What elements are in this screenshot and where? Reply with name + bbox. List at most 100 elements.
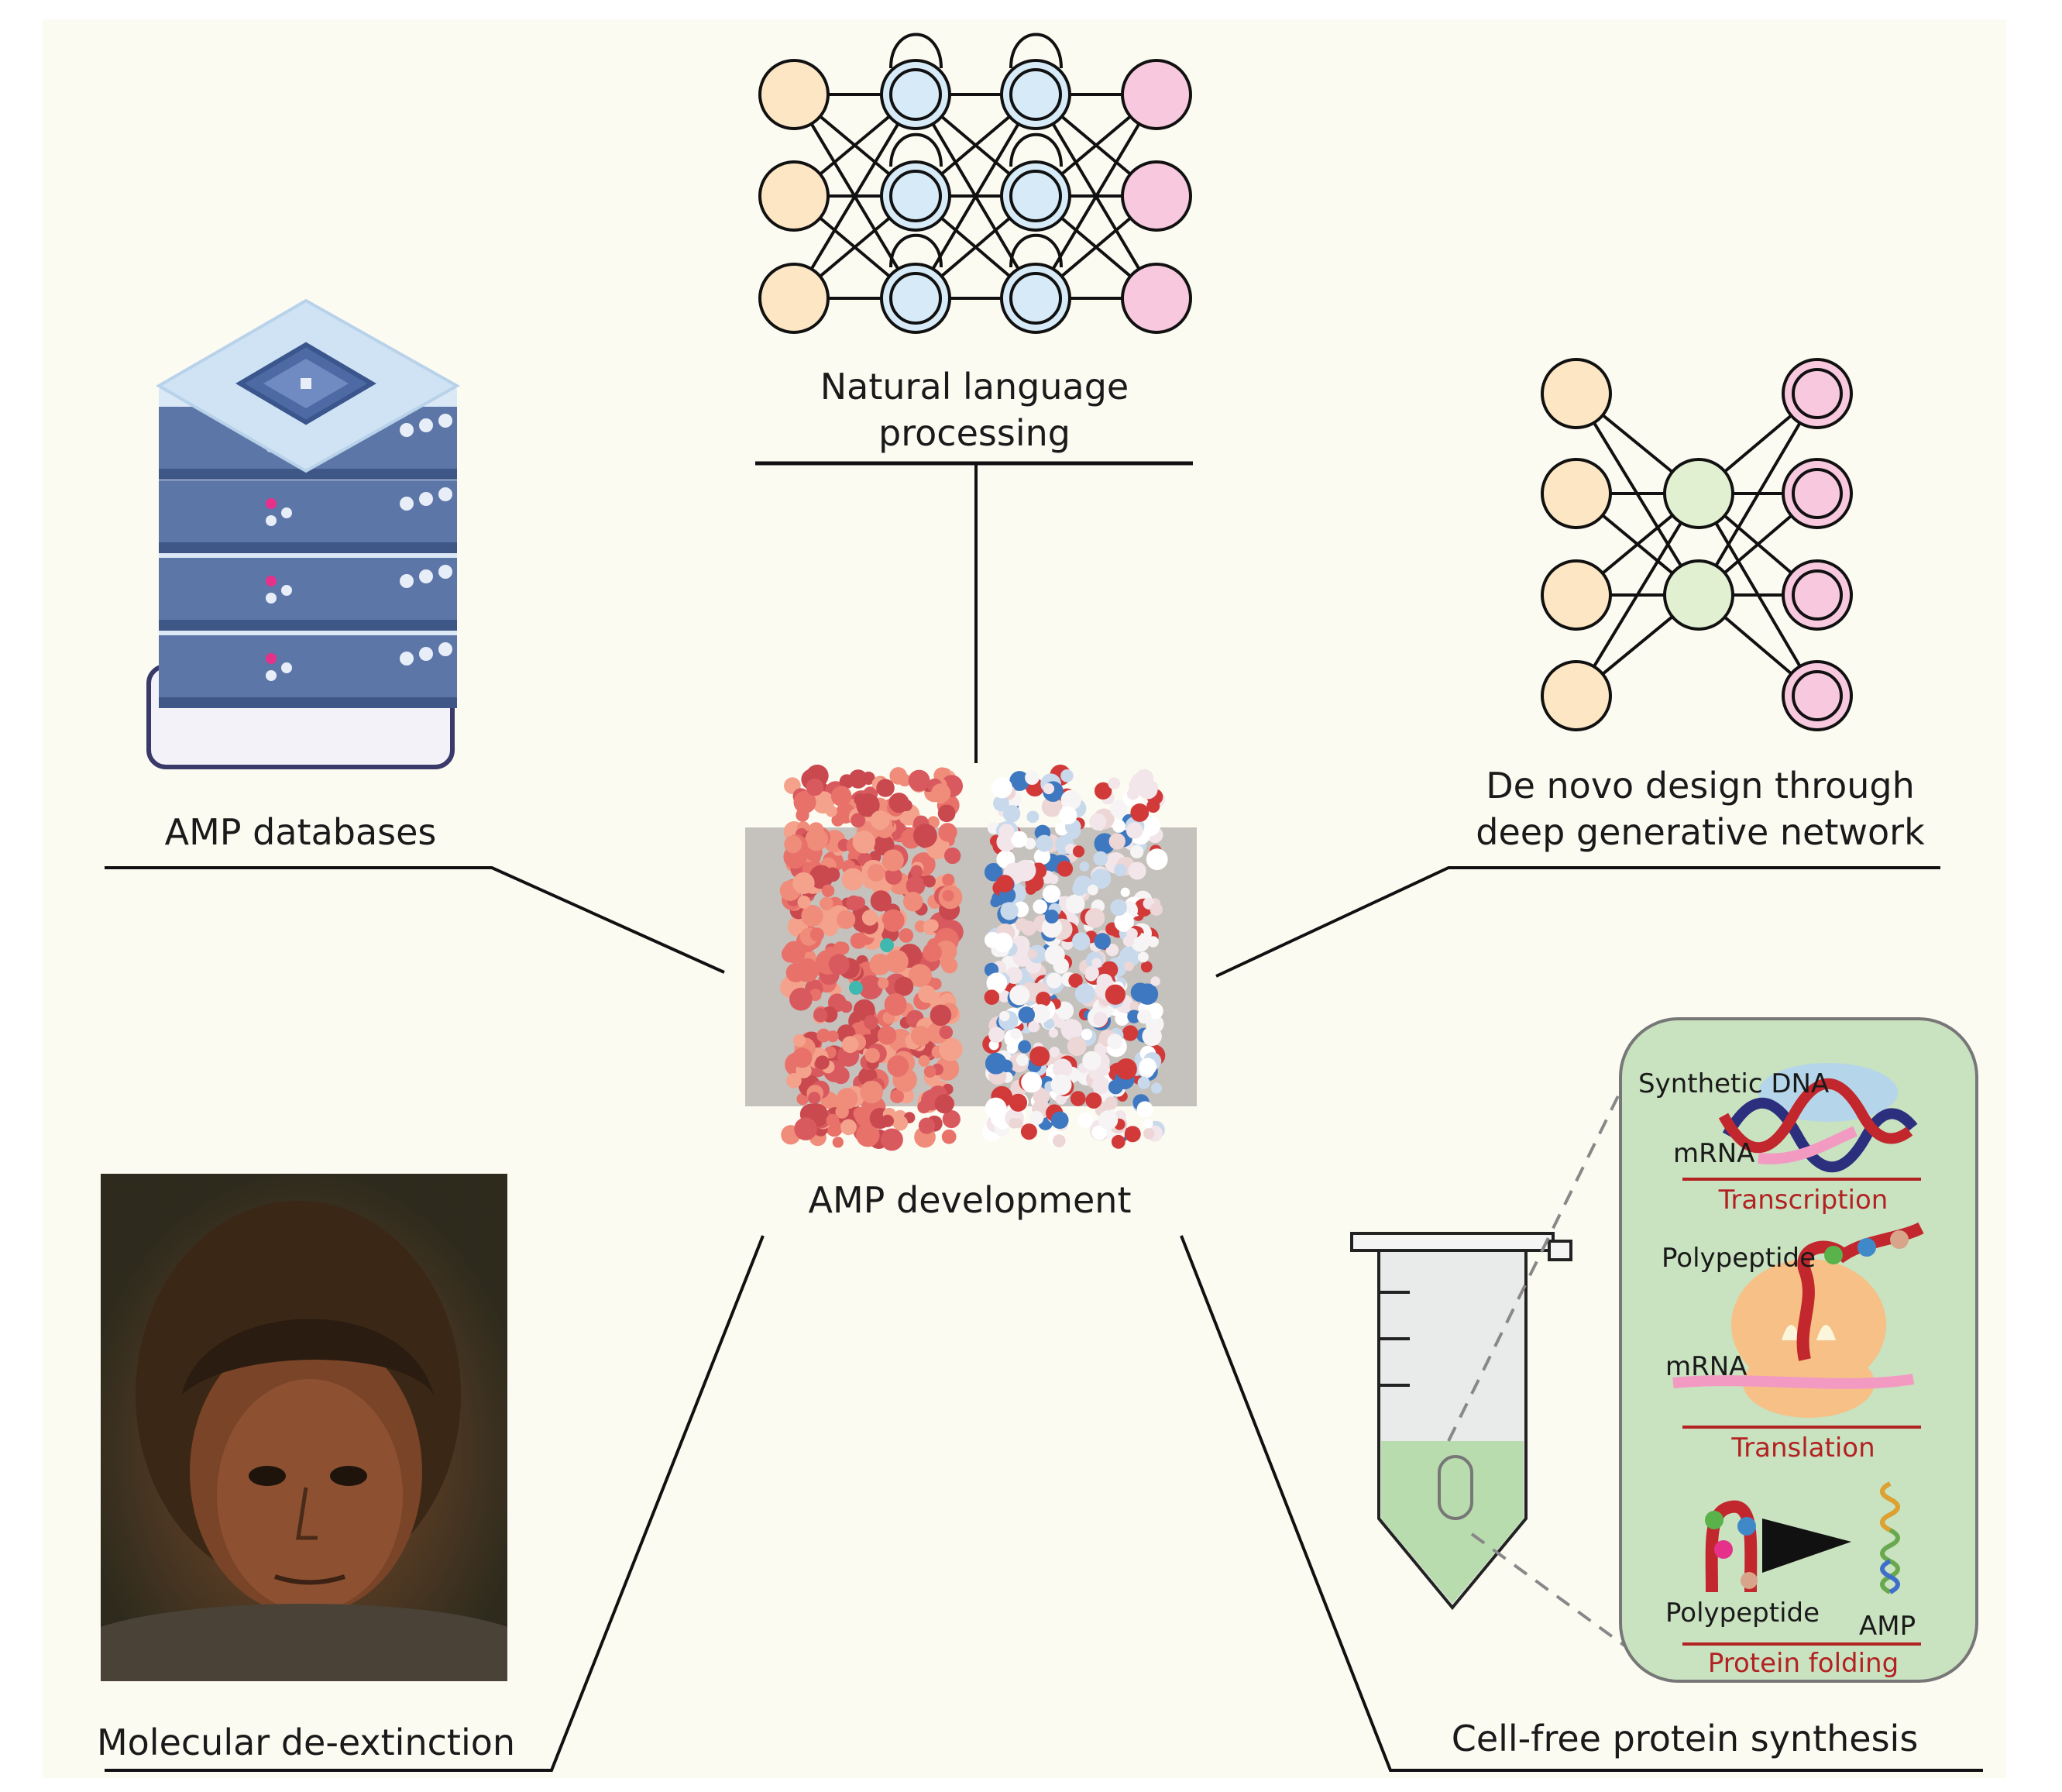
residue-atom [805, 827, 829, 851]
mrna-label-1: mRNA [1673, 1138, 1754, 1169]
residue-atom [1105, 984, 1126, 1005]
residue-atom [1091, 958, 1101, 968]
residue-atom [823, 921, 838, 937]
residue-atom [930, 1004, 952, 1027]
residue-atom [939, 1037, 963, 1061]
denovo-input-node [1541, 559, 1612, 631]
residue-atom [1147, 936, 1159, 948]
residue-atom [993, 795, 1009, 812]
ribosome-icon [1672, 1222, 1924, 1418]
residue-atom [1126, 822, 1143, 839]
residue-atom [1150, 976, 1160, 986]
residue-atom [1011, 831, 1028, 848]
residue-atom [908, 769, 930, 792]
residue-atom [1009, 771, 1030, 791]
residue-atom [913, 824, 937, 848]
residue-atom [831, 813, 844, 827]
residue-atom [864, 1047, 880, 1063]
polypeptide-label-1: Polypeptide [1662, 1243, 1816, 1274]
residue-atom [806, 778, 824, 796]
nlp-output-node [1121, 59, 1192, 130]
residue-atom [943, 847, 961, 865]
residue-atom [1042, 885, 1061, 903]
residue-atom [1124, 961, 1134, 972]
nlp-label-line2: processing [878, 412, 1071, 454]
residue-atom [899, 928, 914, 943]
residue-atom [906, 875, 926, 896]
denovo-label-line1: De novo design through [1486, 765, 1915, 807]
residue-atom [1029, 1110, 1044, 1126]
residue-atom [1009, 985, 1030, 1006]
cfps-connector [1180, 1235, 1983, 1772]
residue-atom [917, 1100, 930, 1114]
residue-atom [826, 1113, 840, 1127]
residue-atom [821, 884, 835, 897]
residue-atom [1140, 961, 1153, 973]
residue-atom [1033, 1087, 1050, 1105]
residue-atom [835, 1105, 849, 1119]
residue-atom [1020, 1123, 1037, 1140]
residue-atom [1028, 1020, 1040, 1033]
residue-atom [910, 1025, 931, 1046]
network-edge [1697, 392, 1819, 597]
residue-atom [861, 910, 878, 926]
residue-atom [1146, 848, 1168, 871]
arrow-icon [1762, 1519, 1851, 1573]
peptide-pore-right [982, 764, 1168, 1149]
denovo-input-node [1541, 660, 1612, 731]
residue-atom [1143, 1119, 1153, 1129]
residue-atom [942, 889, 954, 902]
amp-development-label: AMP development [809, 1179, 1132, 1221]
residue-atom [918, 1055, 930, 1067]
denovo-input-node [1541, 458, 1612, 529]
residue-atom [1036, 834, 1053, 852]
residue-atom [1070, 1091, 1086, 1106]
residue-atom [1029, 1046, 1050, 1067]
residue-atom [848, 769, 868, 789]
residue-atom [850, 932, 867, 949]
residue-atom [836, 1088, 858, 1109]
residue-atom [825, 867, 840, 882]
residue-atom [832, 1137, 844, 1148]
residue-atom [1084, 965, 1099, 980]
residue-atom [1108, 777, 1121, 789]
residue-atom [1055, 1018, 1066, 1029]
residue-atom [1014, 859, 1036, 882]
residue-atom [1137, 1076, 1150, 1089]
residue-atom [1096, 973, 1113, 990]
residue-atom [795, 958, 820, 982]
residue-atom [783, 941, 806, 964]
residue-atom [808, 1092, 821, 1105]
folding-icon [1705, 1481, 1900, 1594]
residue-atom [816, 1028, 831, 1043]
deextinction-label: Molecular de-extinction [97, 1721, 515, 1763]
nlp-label-line1: Natural language [820, 366, 1129, 408]
residue-atom [1111, 1134, 1126, 1149]
residue-atom [881, 1114, 895, 1127]
residue-atom [1079, 862, 1090, 872]
peptide-pore-left [779, 764, 964, 1151]
residue-atom [1142, 1026, 1162, 1047]
test-tube-icon [1350, 1232, 1572, 1611]
residue-atom [880, 1128, 903, 1151]
nlp-hidden-node-inner [889, 272, 942, 325]
denovo-output-node-inner [1792, 468, 1843, 519]
residue-atom [1033, 899, 1048, 914]
residue-atom [1055, 1093, 1067, 1105]
residue-atom [878, 977, 889, 989]
residue-atom [1094, 782, 1112, 800]
residue-atom [1137, 951, 1149, 963]
residue-atom [797, 896, 811, 909]
residue-atom [1025, 770, 1040, 786]
residue-atom [1128, 862, 1146, 880]
residue-atom [941, 1129, 957, 1144]
nlp-hidden-node-inner [1009, 272, 1062, 325]
residue-atom [1139, 1058, 1157, 1076]
residue-atom [861, 771, 875, 785]
residue-atom [918, 1117, 936, 1134]
residue-atom [784, 835, 802, 854]
residue-atom [856, 1123, 880, 1147]
residue-atom [1136, 1101, 1153, 1118]
network-edge [1575, 492, 1700, 697]
residue-atom [1105, 944, 1119, 957]
